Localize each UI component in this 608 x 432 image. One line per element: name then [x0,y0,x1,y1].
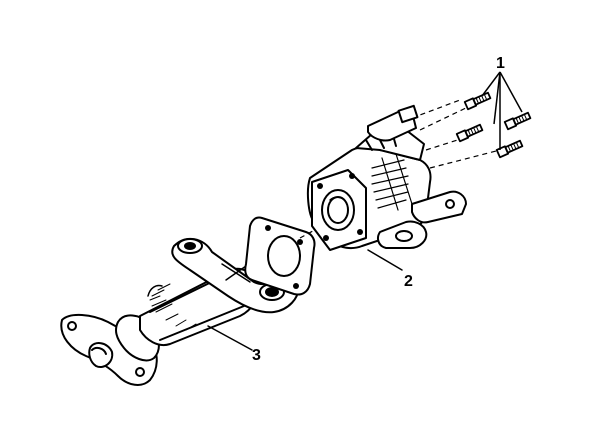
bolt-set [455,91,532,159]
bolt-2 [455,123,484,143]
callout-3: 3 [252,347,261,364]
callout-3-leader [207,325,253,351]
housing-casting [306,104,467,271]
callout-1: 1 [496,55,505,72]
callout-2: 2 [404,273,413,290]
callout-2-leader [367,249,403,271]
bolt-1 [463,91,492,111]
column-support-assembly [60,216,316,386]
bolt-3 [503,111,532,131]
callout-1-leaders [481,71,523,150]
